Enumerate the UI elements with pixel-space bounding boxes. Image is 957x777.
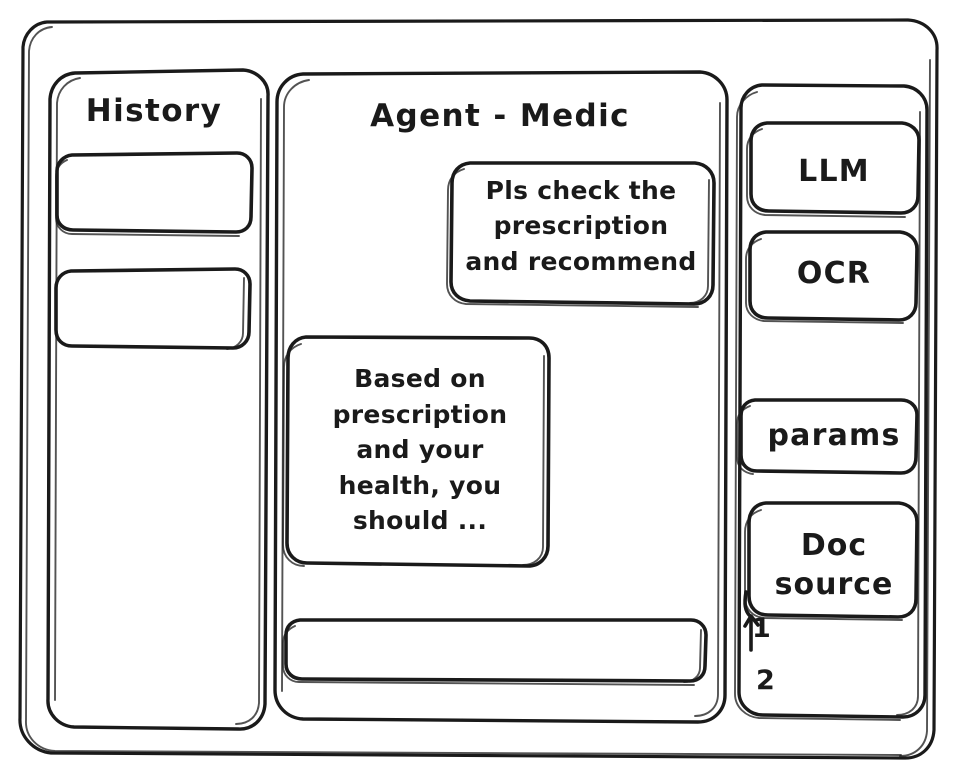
tool-llm-outline [746,121,921,218]
window-frame [18,18,939,760]
tool-ocr-label: OCR [796,255,872,291]
history-panel-outline [46,68,270,731]
composer-input-outline [282,618,708,686]
doc-source-arrow [743,590,760,652]
agent-panel [274,71,728,723]
tool-params-outline [736,398,919,475]
tool-llm-label: LLM [798,153,870,189]
tools-panel [735,84,928,721]
assistant-message-text: Based on prescription and your health, y… [332,364,508,536]
agent-panel-outline [273,70,729,724]
agent-panel-title: Agent - Medic [370,97,630,134]
user-message-bubble-outline [446,161,716,308]
history-item-2-outline [54,267,252,350]
tool-params-label: params [767,417,901,453]
assistant-message-bubble-outline [282,335,551,568]
history-panel [47,69,270,731]
history-item-1-outline [55,151,254,237]
history-panel-heading: History [85,92,223,129]
doc-source-label: Doc source [774,528,894,602]
tool-ocr-outline [745,230,919,324]
doc-source-item-2[interactable]: 2 [756,665,776,697]
user-message-text: Pls check the prescription and recommend [465,175,697,276]
tools-panel-outline [734,83,929,721]
doc-source-item-1[interactable]: 1 [752,613,772,645]
